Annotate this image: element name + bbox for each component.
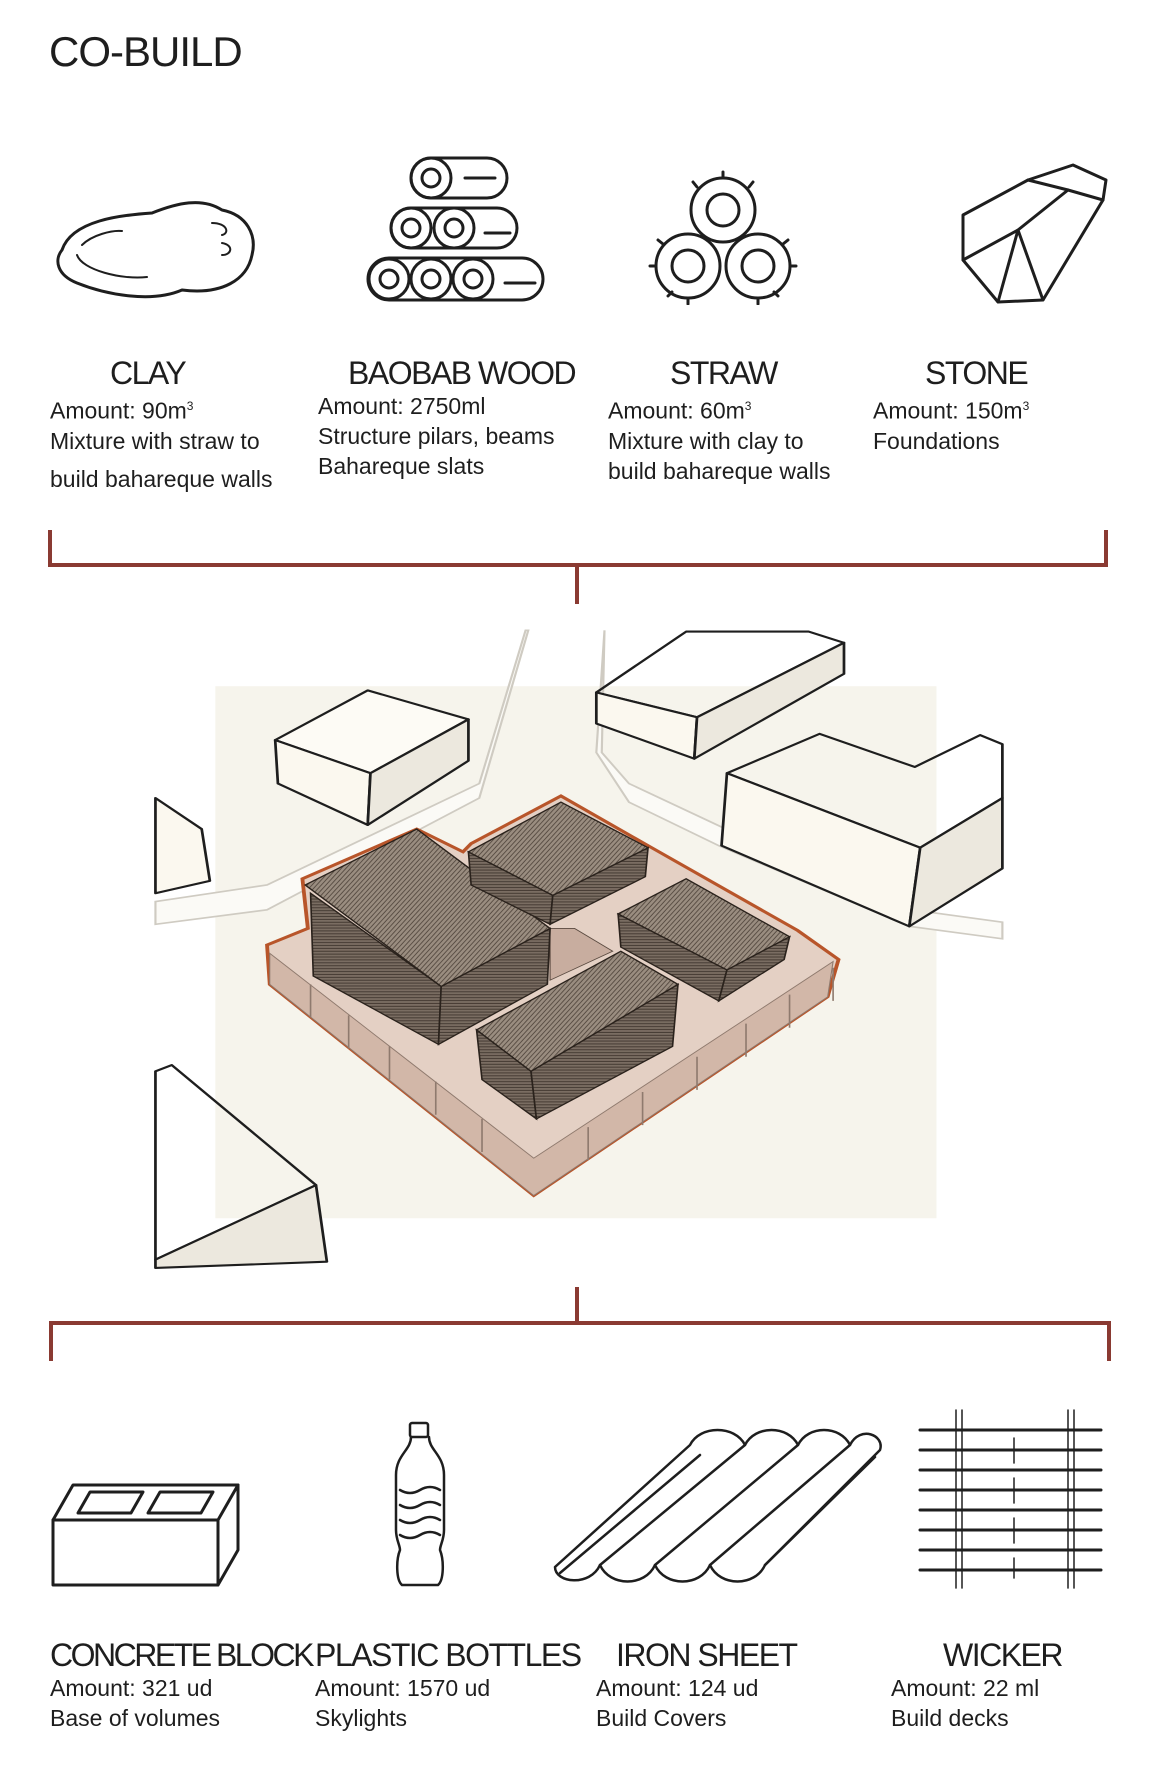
material-iron-sheet: IRON SHEET Amount: 124 ud Build Covers — [596, 1637, 798, 1733]
material-name: WICKER — [943, 1637, 1064, 1673]
bracket-bottom-left — [49, 1321, 53, 1361]
material-name: BAOBAB WOOD — [348, 355, 577, 391]
material-name: IRON SHEET — [616, 1637, 798, 1673]
material-name: CONCRETE BLOCK — [50, 1637, 314, 1673]
material-concrete-block: CONCRETE BLOCK Amount: 321 ud Base of vo… — [50, 1637, 314, 1733]
material-desc: Mixture with straw to — [50, 427, 260, 454]
material-wicker: WICKER Amount: 22 ml Build decks — [891, 1637, 1064, 1733]
axonometric-building-illustration — [154, 629, 1004, 1269]
material-straw: STRAW Amount: 60m3 Mixture with clay to … — [608, 355, 868, 486]
material-desc: Build Covers — [596, 1705, 727, 1731]
straw-bales-icon — [648, 170, 798, 305]
material-stone: STONE Amount: 150m3 Foundations — [873, 355, 1113, 456]
concrete-block-icon — [51, 1483, 240, 1587]
iron-sheet-icon — [553, 1428, 882, 1583]
material-desc: build bahareque walls — [608, 457, 831, 484]
material-name: CLAY — [110, 355, 187, 391]
material-desc: Foundations — [873, 427, 1000, 454]
material-plastic-bottles: PLASTIC BOTTLES Amount: 1570 ud Skylight… — [315, 1637, 582, 1733]
material-name: STRAW — [670, 355, 778, 391]
bracket-top-left — [48, 530, 52, 567]
material-name: PLASTIC BOTTLES — [315, 1637, 582, 1673]
material-amount: Amount: 321 ud — [50, 1675, 213, 1701]
logs-icon — [366, 156, 545, 302]
material-desc: Base of volumes — [50, 1705, 221, 1731]
material-baobab-wood: BAOBAB WOOD Amount: 2750ml Structure pil… — [318, 355, 598, 481]
bracket-bottom-stem — [575, 1287, 579, 1323]
material-desc: build bahareque walls — [50, 465, 273, 492]
material-amount: Amount: 124 ud — [596, 1675, 759, 1701]
material-amount: Amount: 1570 ud — [315, 1675, 491, 1701]
material-name: STONE — [925, 355, 1029, 391]
stone-icon — [961, 163, 1108, 304]
material-amount: Amount: 150m3 — [873, 397, 1030, 424]
bracket-top-stem — [575, 563, 579, 604]
clay-icon — [56, 201, 255, 299]
bottle-icon — [394, 1421, 446, 1587]
material-desc: Skylights — [315, 1705, 408, 1731]
bracket-top-right — [1104, 530, 1108, 567]
material-desc: Structure pilars, beams — [318, 423, 555, 449]
bracket-bottom-right — [1107, 1321, 1111, 1361]
material-desc: Build decks — [891, 1705, 1009, 1731]
bracket-bottom-line — [49, 1321, 1111, 1325]
material-clay: CLAY Amount: 90m3 Mixture with straw to … — [50, 355, 320, 494]
wicker-icon — [918, 1409, 1103, 1589]
material-desc: Bahareque slats — [318, 453, 485, 479]
material-amount: Amount: 90m3 — [50, 397, 194, 424]
material-desc: Mixture with clay to — [608, 427, 804, 454]
material-amount: Amount: 22 ml — [891, 1675, 1040, 1701]
material-amount: Amount: 2750ml — [318, 393, 486, 419]
page-title: CO-BUILD — [49, 28, 243, 75]
material-amount: Amount: 60m3 — [608, 397, 752, 424]
